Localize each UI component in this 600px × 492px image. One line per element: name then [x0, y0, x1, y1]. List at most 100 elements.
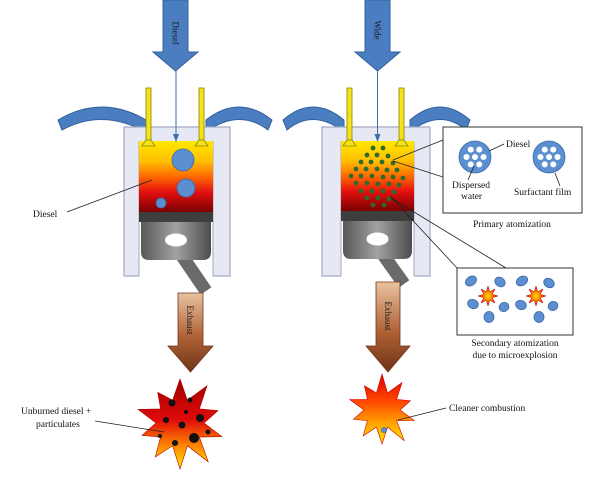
fragment-droplet	[483, 311, 495, 323]
secondary-zoom-line	[389, 195, 459, 270]
emulsion-droplet	[369, 188, 375, 194]
left-result-callout: Unburned diesel + particulates	[21, 407, 165, 433]
emulsion-droplet	[386, 181, 392, 187]
water-microdroplet	[546, 154, 552, 160]
secondary-zoom-line	[390, 197, 507, 269]
left-exhaust-arrow-label: Exhaust	[185, 306, 195, 335]
left-exhaust-valve-stem	[198, 87, 205, 141]
emulsion-droplet	[370, 145, 376, 151]
left-result-label-line2: particulates	[36, 420, 80, 430]
fragment-droplet	[515, 299, 527, 311]
right-intake-arrow-shape	[353, 0, 402, 72]
diesel-droplet-large	[171, 148, 195, 172]
emulsion-droplet	[369, 173, 375, 179]
emulsion-droplet	[379, 159, 385, 165]
particulate-dot	[196, 414, 204, 422]
emulsion-droplet	[358, 159, 364, 165]
right-result-leader-line	[397, 407, 447, 421]
clean-combustion-burst	[348, 372, 416, 445]
left-piston-crown	[139, 212, 213, 222]
emulsion-droplet	[374, 152, 380, 158]
right-intake-valve-stem	[346, 87, 353, 141]
fragment-droplet	[547, 301, 559, 311]
right-exhaust-arrow: Exhaust	[365, 281, 411, 373]
emulsion-droplet	[363, 166, 369, 172]
left-exhaust-arrow: Exhaust	[167, 292, 214, 373]
fragment-droplet	[494, 276, 506, 288]
fragment-droplet	[467, 298, 479, 310]
zoom-connector-lines	[389, 139, 507, 270]
water-microdroplet	[480, 154, 487, 160]
right-exhaust-arrow-label: Exhaust	[383, 302, 393, 331]
water-microdroplet	[463, 154, 470, 160]
water-microdroplet	[541, 146, 548, 153]
particulate-dot	[172, 440, 178, 446]
emulsion-droplet	[374, 166, 380, 172]
residual-droplet-dot	[381, 427, 387, 433]
right-piston-pin-hole	[366, 232, 389, 246]
water-microdroplet	[550, 161, 557, 168]
left-chamber-callout: Diesel	[33, 179, 153, 220]
fragment-droplet	[465, 275, 477, 287]
left-chamber-leader-line	[66, 179, 153, 213]
film-leader-line	[554, 172, 561, 187]
primary-atomization-panel: Diesel Dispersed water Surfactant film P…	[442, 126, 583, 230]
water-microdroplet	[467, 146, 474, 153]
diesel-droplet-medium	[176, 178, 196, 198]
diesel-leader-line	[488, 143, 505, 152]
primary-atomization-caption: Primary atomization	[473, 220, 551, 230]
primary-zoom-line	[392, 139, 444, 161]
dispersed-water-label-line2: water	[461, 192, 483, 202]
left-injector-tip-icon	[173, 134, 179, 142]
left-intake-valve-stem	[145, 87, 152, 141]
emulsion-droplet	[396, 182, 402, 188]
emulsion-droplet	[353, 166, 359, 172]
water-microdroplet	[467, 161, 474, 168]
emulsion-droplet	[384, 167, 390, 173]
left-intake-arrow: Diesel	[151, 0, 200, 72]
left-intake-valve-head	[141, 139, 156, 147]
emulsion-droplet	[380, 174, 386, 180]
emulsion-droplet	[353, 180, 359, 186]
particulate-dot	[187, 397, 193, 403]
right-result-label: Cleaner combustion	[449, 404, 525, 414]
dispersed-water-label-line1: Dispersed	[452, 181, 490, 191]
left-result-label-line1: Unburned diesel +	[21, 407, 91, 417]
left-exhaust-arrow-shape	[167, 292, 214, 373]
primary-diesel-label: Diesel	[506, 140, 531, 150]
surfactant-film-label: Surfactant film	[514, 187, 572, 198]
secondary-atomization-caption-line2: due to microexplosion	[473, 351, 558, 361]
emulsion-droplet	[390, 174, 396, 180]
particulate-dot	[184, 410, 188, 414]
primary-zoom-line	[392, 160, 444, 178]
left-result-leader-line	[94, 420, 165, 433]
water-microdroplet	[472, 154, 478, 160]
water-leader-line	[467, 165, 475, 181]
water-microdroplet	[550, 146, 557, 153]
left-chamber-label: Diesel	[33, 210, 58, 220]
emulsion-droplet	[391, 189, 397, 195]
emulsion-droplet	[368, 159, 374, 165]
emulsion-droplet	[380, 145, 386, 151]
emulsion-droplet	[381, 202, 387, 208]
water-microdroplet	[541, 161, 548, 168]
water-microdroplet	[537, 154, 544, 160]
emulsion-droplet-cloud	[348, 145, 406, 208]
right-exhaust-valve-head	[394, 139, 409, 147]
particulate-dot	[189, 433, 199, 443]
right-result-callout: Cleaner combustion	[397, 404, 525, 421]
particulate-dot	[205, 429, 211, 435]
emulsion-droplet	[370, 202, 376, 208]
emulsion-droplet	[386, 196, 392, 202]
particulate-dot	[158, 434, 162, 438]
diesel-droplet-small	[155, 197, 167, 209]
fragment-droplet	[515, 275, 529, 287]
emulsion-droplet	[400, 175, 406, 181]
fragment-droplet	[498, 302, 510, 312]
left-engine: Diesel Diesel Exhaust	[21, 0, 273, 470]
emulsion-droplet	[375, 195, 381, 201]
fragment-droplet	[533, 311, 545, 323]
left-intake-arrow-label: Diesel	[171, 22, 181, 45]
clean-flame-burst-icon	[348, 372, 416, 445]
